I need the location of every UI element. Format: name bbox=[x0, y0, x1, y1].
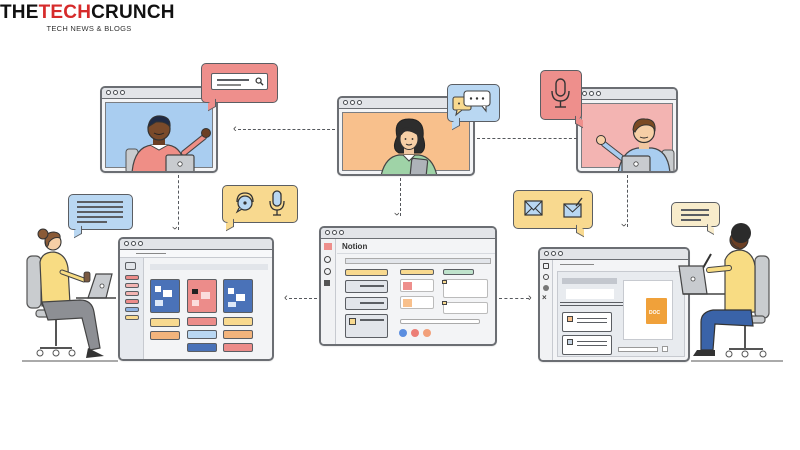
kanban-task[interactable] bbox=[223, 330, 253, 339]
window-controls bbox=[544, 251, 563, 256]
notion-footer-dots bbox=[399, 329, 431, 337]
docs-list-item[interactable] bbox=[562, 335, 612, 355]
site-logo[interactable]: THETECHCRUNCH TECH NEWS & BLOGS bbox=[0, 2, 175, 33]
woman-at-desk-illustration bbox=[22, 228, 118, 362]
microphone-icon bbox=[269, 190, 285, 216]
docs-sidebar: × bbox=[540, 260, 553, 360]
window-controls bbox=[124, 241, 143, 246]
kanban-card[interactable] bbox=[223, 279, 253, 313]
connector-center-to-right bbox=[477, 138, 577, 139]
kanban-task[interactable] bbox=[150, 331, 180, 340]
support-speech-bubble bbox=[222, 185, 298, 232]
kanban-board-window bbox=[118, 237, 274, 361]
docs-list-item[interactable] bbox=[562, 312, 612, 332]
settings-icon[interactable] bbox=[324, 280, 330, 286]
close-icon[interactable]: × bbox=[542, 293, 547, 302]
docs-canvas: DOC bbox=[557, 271, 685, 357]
video-call-window-left bbox=[100, 86, 218, 173]
window-controls bbox=[106, 90, 125, 95]
microphone-icon bbox=[551, 78, 570, 108]
docs-heading-block[interactable] bbox=[566, 289, 614, 299]
notion-note[interactable] bbox=[442, 279, 488, 298]
arrow-left-icon: ‹ bbox=[284, 292, 288, 304]
microphone-speech-bubble bbox=[540, 70, 583, 129]
column-header-doing bbox=[400, 269, 434, 275]
notion-task-item[interactable] bbox=[345, 297, 388, 310]
kanban-task[interactable] bbox=[187, 343, 217, 352]
notion-app-window: Notion bbox=[319, 226, 497, 346]
kanban-card[interactable] bbox=[187, 279, 217, 313]
connector-notion-to-kanban bbox=[289, 298, 317, 299]
arrow-down-icon: ‹ bbox=[617, 223, 630, 227]
kanban-sidebar bbox=[120, 258, 144, 359]
notion-app-title: Notion bbox=[342, 242, 368, 251]
connector-center-to-left bbox=[238, 129, 335, 130]
doc-file-icon[interactable]: DOC bbox=[646, 298, 667, 324]
notion-task-item[interactable] bbox=[345, 314, 388, 338]
chat-speech-bubble bbox=[447, 84, 500, 131]
notion-sidebar bbox=[321, 239, 336, 344]
column-header-todo bbox=[345, 269, 388, 276]
text-speech-bubble-right bbox=[671, 202, 720, 236]
logo-brand: THETECHCRUNCH bbox=[0, 2, 175, 23]
notion-note[interactable] bbox=[442, 301, 488, 314]
connector-center-call-to-notion bbox=[400, 178, 401, 216]
circle-icon[interactable] bbox=[543, 274, 549, 280]
notion-logo-icon bbox=[324, 243, 332, 250]
connector-notion-to-docs bbox=[499, 298, 529, 299]
mail-icon bbox=[524, 200, 543, 216]
notion-card[interactable] bbox=[400, 296, 434, 309]
text-speech-bubble-left bbox=[68, 194, 133, 239]
home-icon[interactable] bbox=[324, 256, 331, 263]
woman-with-tablet-avatar bbox=[380, 118, 438, 174]
kanban-task[interactable] bbox=[223, 343, 253, 352]
chat-icon bbox=[452, 90, 491, 117]
connector-right-call-to-docs bbox=[627, 175, 628, 227]
video-call-window-right bbox=[576, 87, 678, 173]
notion-card[interactable] bbox=[400, 279, 434, 292]
notion-task-item[interactable] bbox=[345, 280, 388, 293]
arrow-left-icon: ‹ bbox=[233, 123, 237, 135]
search-input-illustration bbox=[211, 73, 268, 90]
support-chat-icon bbox=[235, 192, 254, 214]
connector-left-call-to-kanban bbox=[178, 175, 179, 230]
window-controls bbox=[582, 91, 601, 96]
search-icon[interactable] bbox=[324, 268, 331, 275]
address-bar bbox=[120, 250, 272, 258]
kanban-task[interactable] bbox=[150, 318, 180, 327]
video-feed-center bbox=[342, 112, 470, 174]
kanban-task[interactable] bbox=[187, 330, 217, 339]
video-feed-left bbox=[105, 102, 213, 171]
docs-send-button[interactable] bbox=[662, 346, 668, 352]
window-controls bbox=[325, 230, 344, 235]
search-speech-bubble bbox=[201, 63, 278, 112]
kanban-task[interactable] bbox=[187, 317, 217, 326]
arrow-right-icon: › bbox=[528, 292, 532, 304]
kanban-card[interactable] bbox=[150, 279, 180, 313]
man-waving-avatar bbox=[125, 115, 211, 171]
column-header-done bbox=[443, 269, 474, 275]
mail-edit-icon bbox=[563, 197, 583, 218]
docs-input-bar[interactable] bbox=[618, 347, 658, 352]
docs-preview-panel: DOC bbox=[623, 280, 673, 340]
video-feed-right bbox=[581, 103, 675, 171]
man-waving-avatar bbox=[596, 118, 675, 171]
search-icon bbox=[255, 77, 264, 86]
arrow-down-icon: ‹ bbox=[168, 226, 181, 230]
window-controls bbox=[343, 100, 362, 105]
bookmark-icon[interactable] bbox=[543, 263, 549, 269]
logo-tagline: TECH NEWS & BLOGS bbox=[46, 24, 132, 33]
man-at-desk-illustration bbox=[678, 223, 783, 362]
mail-speech-bubble bbox=[513, 190, 593, 238]
notion-search-bar[interactable] bbox=[345, 258, 491, 264]
notion-progress-bar bbox=[400, 319, 480, 324]
kanban-task[interactable] bbox=[223, 317, 253, 326]
docs-editor-window: × DOC bbox=[538, 247, 690, 362]
dot-icon[interactable] bbox=[543, 285, 549, 291]
arrow-down-icon: ‹ bbox=[390, 212, 403, 216]
